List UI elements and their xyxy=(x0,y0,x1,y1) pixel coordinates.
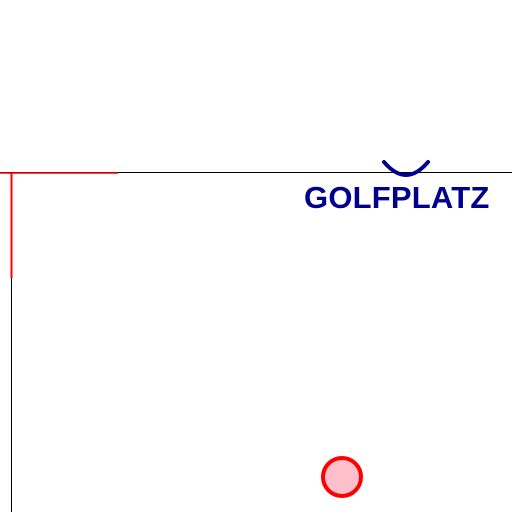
circle-marker-icon[interactable] xyxy=(321,456,363,498)
golf-course-icon[interactable] xyxy=(382,160,430,177)
golf-course-label: GOLFPLATZ xyxy=(304,180,490,215)
